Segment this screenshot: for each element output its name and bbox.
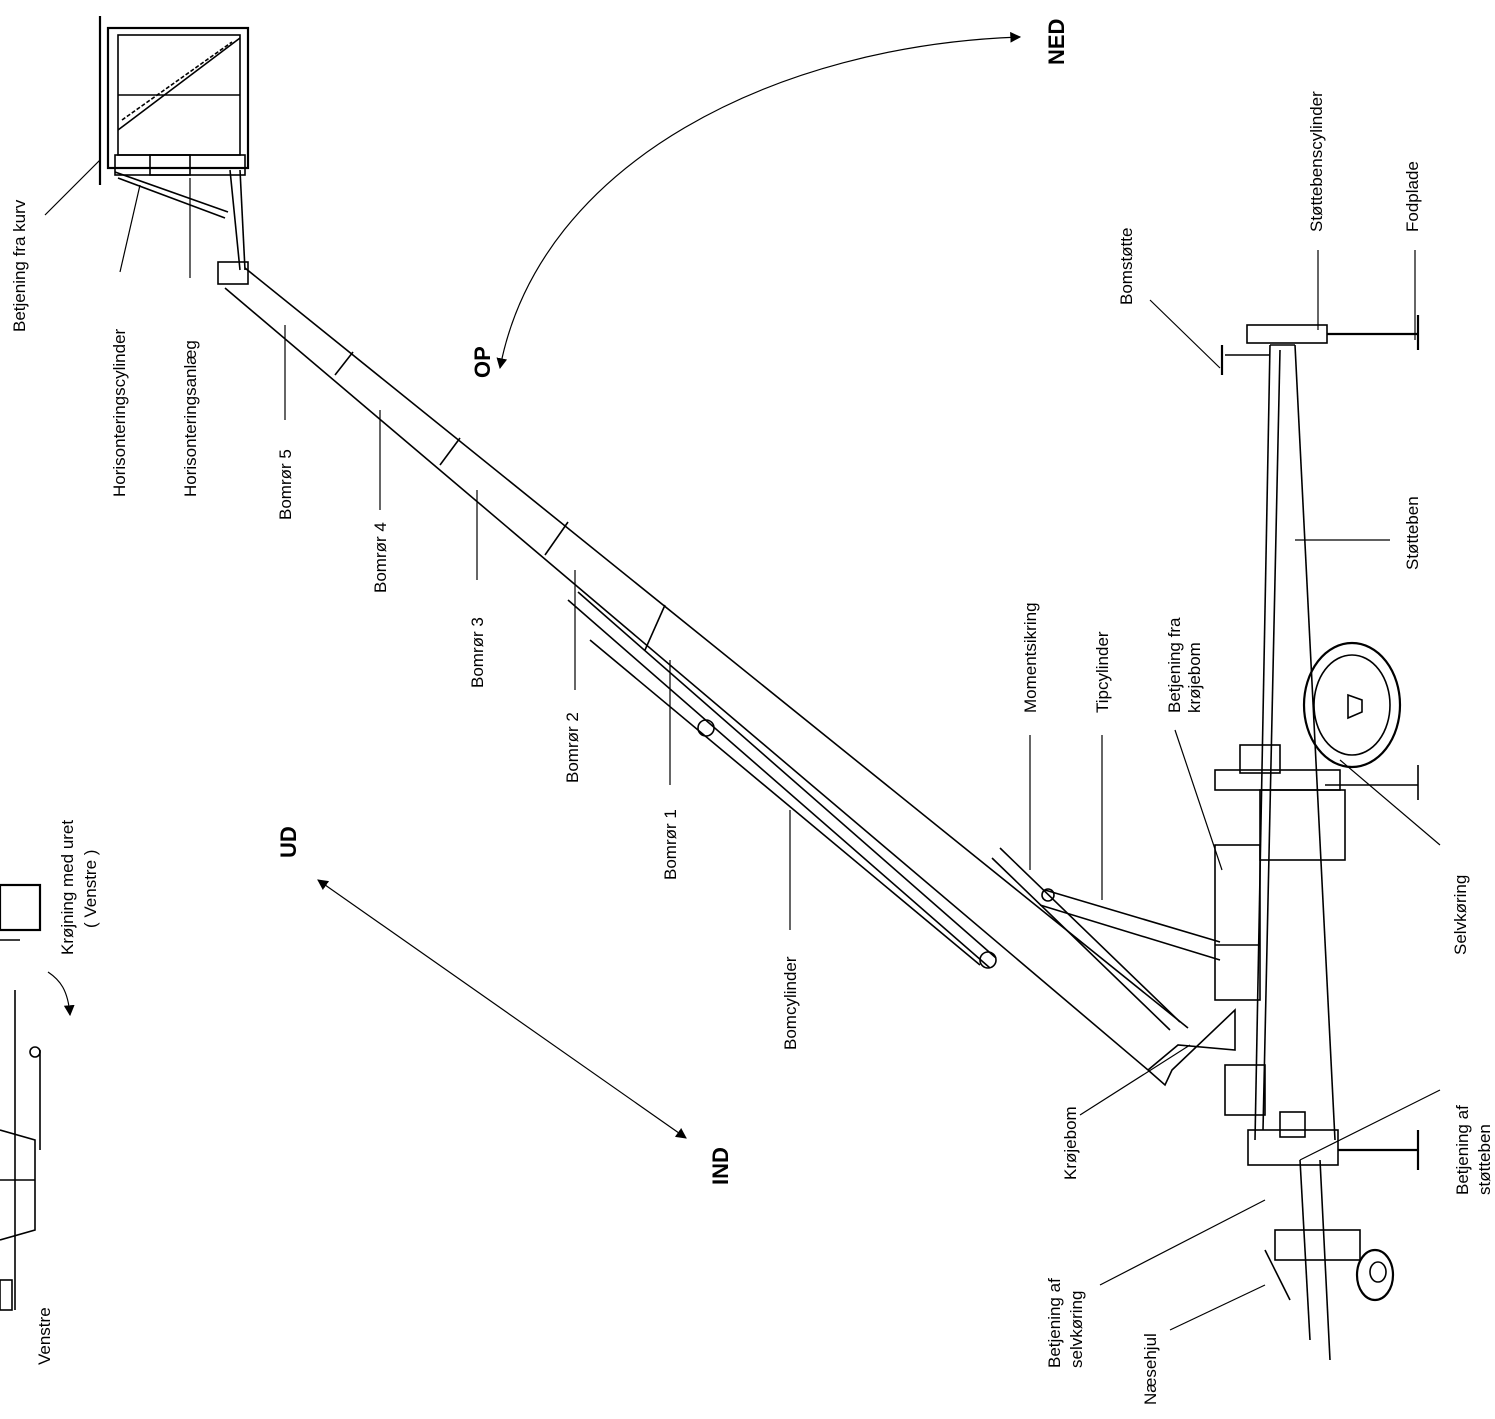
label-bomroer-3: Bomrør 3	[468, 617, 487, 688]
label-kroejebom: Krøjebom	[1061, 1106, 1080, 1180]
label-betjening-fra-kurv: Betjening fra kurv	[10, 199, 29, 332]
leveling-system	[114, 169, 249, 285]
label-bomroer-2: Bomrør 2	[563, 712, 582, 783]
direction-ned: NED	[1044, 19, 1069, 65]
label-bomroer-4: Bomrør 4	[371, 522, 390, 593]
label-selvkoering: Selvkøring	[1451, 875, 1470, 955]
label-naesehjul: Næsehjul	[1141, 1333, 1160, 1405]
label-kroejning-2: ( Venstre )	[81, 850, 100, 928]
front-outrigger	[1247, 1111, 1420, 1361]
label-horisonteringscylinder: Horisonteringscylinder	[110, 328, 129, 497]
label-bomroer-5: Bomrør 5	[276, 449, 295, 520]
boom-cylinder	[567, 591, 997, 969]
tip-cylinder	[991, 847, 1221, 1031]
label-bomstoette: Bomstøtte	[1117, 228, 1136, 305]
label-kroejning-1: Krøjning med uret	[58, 820, 77, 955]
label-fodplade: Fodplade	[1403, 161, 1422, 232]
label-momentsikring: Momentsikring	[1021, 602, 1040, 713]
rotation-arrow	[47, 971, 75, 1017]
label-betjening-af-stoetteben-2: støtteben	[1475, 1124, 1494, 1195]
label-betjening-fra-kroejebom-1: Betjening fra	[1165, 617, 1184, 713]
boom	[224, 267, 1189, 1071]
direction-ind: IND	[708, 1147, 733, 1185]
label-bomcylinder: Bomcylinder	[781, 956, 800, 1050]
ned-op-arrow	[496, 31, 1022, 370]
chassis	[1214, 344, 1419, 1141]
label-stoetteben: Støtteben	[1403, 496, 1422, 570]
label-bomroer-1: Bomrør 1	[661, 809, 680, 880]
label-betjening-fra-kroejebom-2: krøjebom	[1185, 642, 1204, 713]
small-top-view-figure	[0, 883, 42, 1311]
turret-arm	[1147, 1008, 1236, 1087]
label-horisonteringsanlaeg: Horisonteringsanlæg	[181, 340, 200, 497]
label-betjening-af-selvkoering-2: selvkøring	[1067, 1291, 1086, 1368]
leader-lines	[44, 159, 1441, 1331]
label-betjening-af-selvkoering-1: Betjening af	[1045, 1278, 1064, 1368]
label-venstre: Venstre	[35, 1307, 54, 1365]
basket	[98, 16, 250, 185]
label-stoettebenscylinder: Støttebenscylinder	[1307, 91, 1326, 232]
label-betjening-af-stoetteben-1: Betjening af	[1453, 1105, 1472, 1195]
wheel	[1302, 641, 1402, 769]
rear-outrigger	[1220, 315, 1420, 375]
ud-ind-arrow	[317, 879, 687, 1139]
direction-ud: UD	[276, 826, 301, 858]
label-tipcylinder: Tipcylinder	[1093, 631, 1112, 713]
direction-op: OP	[470, 346, 495, 378]
